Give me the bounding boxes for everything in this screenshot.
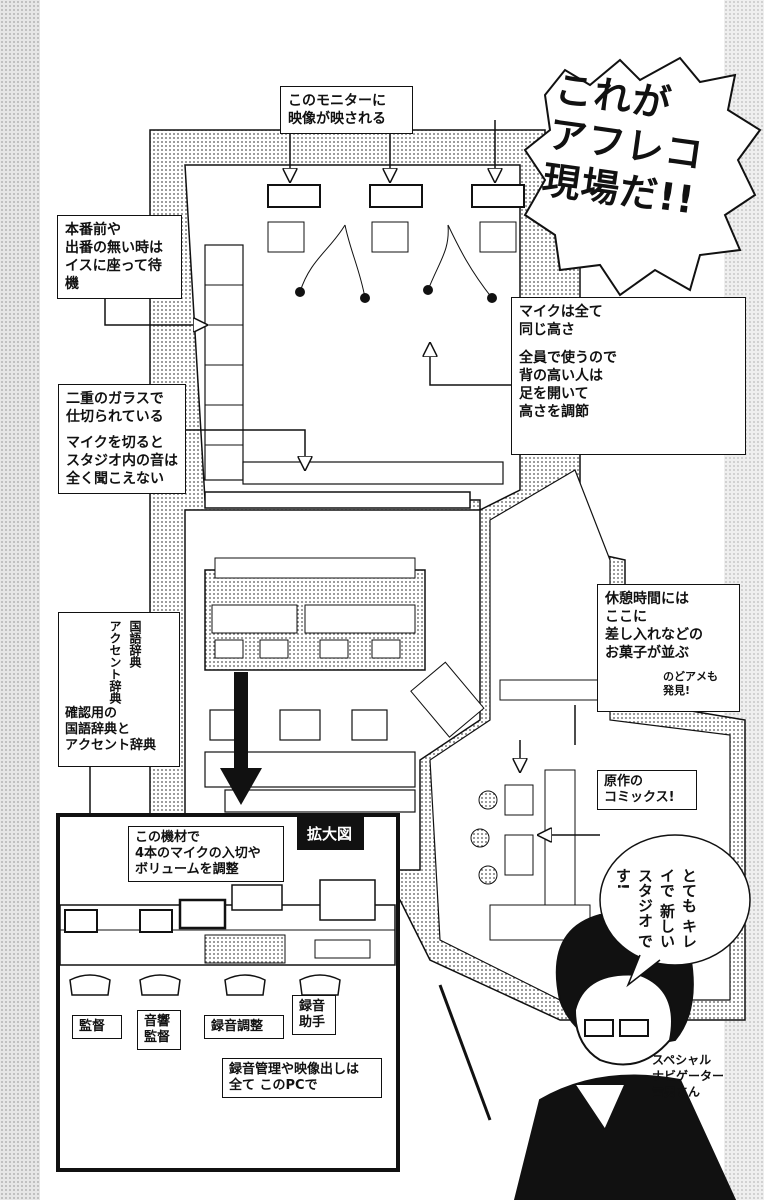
left-screentone [0, 0, 40, 1200]
speech-bubble-text: とても キレイで 新しい スタジオ です! [614, 868, 698, 949]
page-title: これが アフレコ 現場だ!! [539, 65, 746, 228]
waiting-bench [204, 244, 244, 481]
monitor-2 [369, 184, 423, 208]
book-kokugo: 国語辞典 [128, 620, 142, 668]
callout-mic: マイクは全て 同じ高さ 全員で使うので 背の高い人は 足を開いて 高さを調節 [511, 297, 746, 455]
callout-dictionary: アクセント辞典 国語辞典 確認用の 国語辞典と アクセント辞典 [58, 612, 180, 767]
callout-snacks: 休憩時間には ここに 差し入れなどの お菓子が並ぶ のどアメも 発見! [597, 584, 740, 712]
label-recording-assistant: 録音 助手 [292, 995, 336, 1035]
book-accent: アクセント辞典 [108, 620, 122, 704]
double-glass [204, 491, 471, 509]
callout-comics: 原作の コミックス! [597, 770, 697, 810]
script-stand-1 [267, 221, 305, 253]
enlarge-arrow [234, 672, 248, 770]
title-burst [523, 56, 762, 297]
script-stand-2 [371, 221, 409, 253]
navigator-caption: スペシャル ナビゲーター 雪男さん [652, 1053, 725, 1099]
label-recording-adjust: 録音調整 [204, 1015, 284, 1039]
callout-mixer: この機材で 4本のマイクの入切や ボリュームを調整 [128, 826, 284, 882]
label-sound-director: 音響 監督 [137, 1010, 181, 1050]
callout-glass: 二重のガラスで 仕切られている マイクを切ると スタジオ内の音は 全く聞こえない [58, 384, 186, 494]
label-director: 監督 [72, 1015, 122, 1039]
script-stand-3 [479, 221, 517, 253]
callout-monitor: このモニターに 映像が映される [280, 86, 413, 134]
lobby-sofa [544, 769, 576, 921]
enlarge-label: 拡大図 [297, 817, 365, 850]
monitor-3 [471, 184, 525, 208]
callout-pc: 録音管理や映像出しは 全て このPCで [222, 1058, 382, 1098]
monitor-1 [267, 184, 321, 208]
callout-waiting: 本番前や 出番の無い時は イスに座って待機 [57, 215, 182, 299]
navigator-illustration [438, 912, 737, 1200]
speech-bubble [599, 834, 751, 966]
